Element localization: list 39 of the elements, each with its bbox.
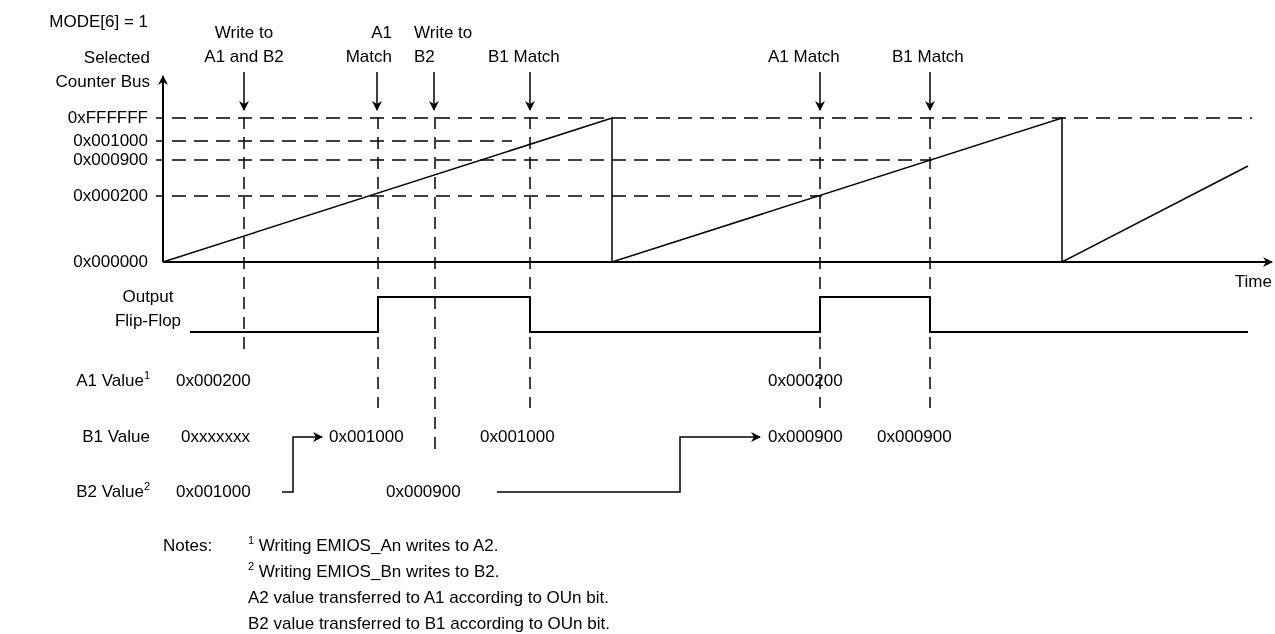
axis-title: Selected Counter Bus xyxy=(54,47,150,93)
mode-label: MODE[6] = 1 xyxy=(49,11,148,33)
tick-label: 0x000900 xyxy=(73,149,148,171)
note-text: $^{2}$ Writing EMIOS_Bn writes to B2. xyxy=(248,560,500,583)
row-label: A1 Value$^{1}$ xyxy=(76,369,150,392)
row-label: B1 Value xyxy=(82,426,150,448)
register-value: 0x000900 xyxy=(768,425,843,449)
arrow xyxy=(429,71,439,111)
register-value: 0x000900 xyxy=(877,426,952,448)
register-value: 0xxxxxxx xyxy=(181,426,250,448)
register-value: 0x001000 xyxy=(176,480,251,504)
tick-label: 0xFFFFFF xyxy=(67,107,148,129)
note-text: $^{1}$ Writing EMIOS_An writes to A2. xyxy=(248,534,499,557)
event-label: B1 Match xyxy=(892,45,964,69)
arrow xyxy=(372,71,382,111)
arrow xyxy=(496,432,761,493)
arrow xyxy=(525,71,535,111)
tick-label: 0x000000 xyxy=(73,251,148,273)
axis-title: Time xyxy=(1234,271,1272,293)
signal-label: Output Flip-Flop xyxy=(113,286,183,332)
notes-heading: Notes: xyxy=(163,535,213,557)
note-text: B2 value transferred to B1 according to OUn bit. xyxy=(248,613,610,634)
register-value: 0x000200 xyxy=(176,370,251,392)
tick-label: 0x000200 xyxy=(73,185,148,207)
register-value: 0x001000 xyxy=(329,425,404,449)
event-label: Write to B2 xyxy=(414,21,486,69)
register-value: 0x000900 xyxy=(386,480,461,504)
note-text: A2 value transferred to A1 according to OUn bit. xyxy=(248,587,609,609)
arrow xyxy=(925,71,935,111)
event-label: A1 Match xyxy=(768,45,840,69)
tick-label: 0x001000 xyxy=(73,130,148,152)
register-value: 0x001000 xyxy=(480,426,555,448)
event-label: Write to A1 and B2 xyxy=(203,21,285,69)
event-label: A1 Match xyxy=(330,21,392,69)
row-label: B2 Value$^{2}$ xyxy=(76,480,150,503)
event-label: B1 Match xyxy=(488,45,560,69)
arrow xyxy=(281,432,323,493)
arrow xyxy=(239,71,249,111)
arrow xyxy=(815,71,825,111)
